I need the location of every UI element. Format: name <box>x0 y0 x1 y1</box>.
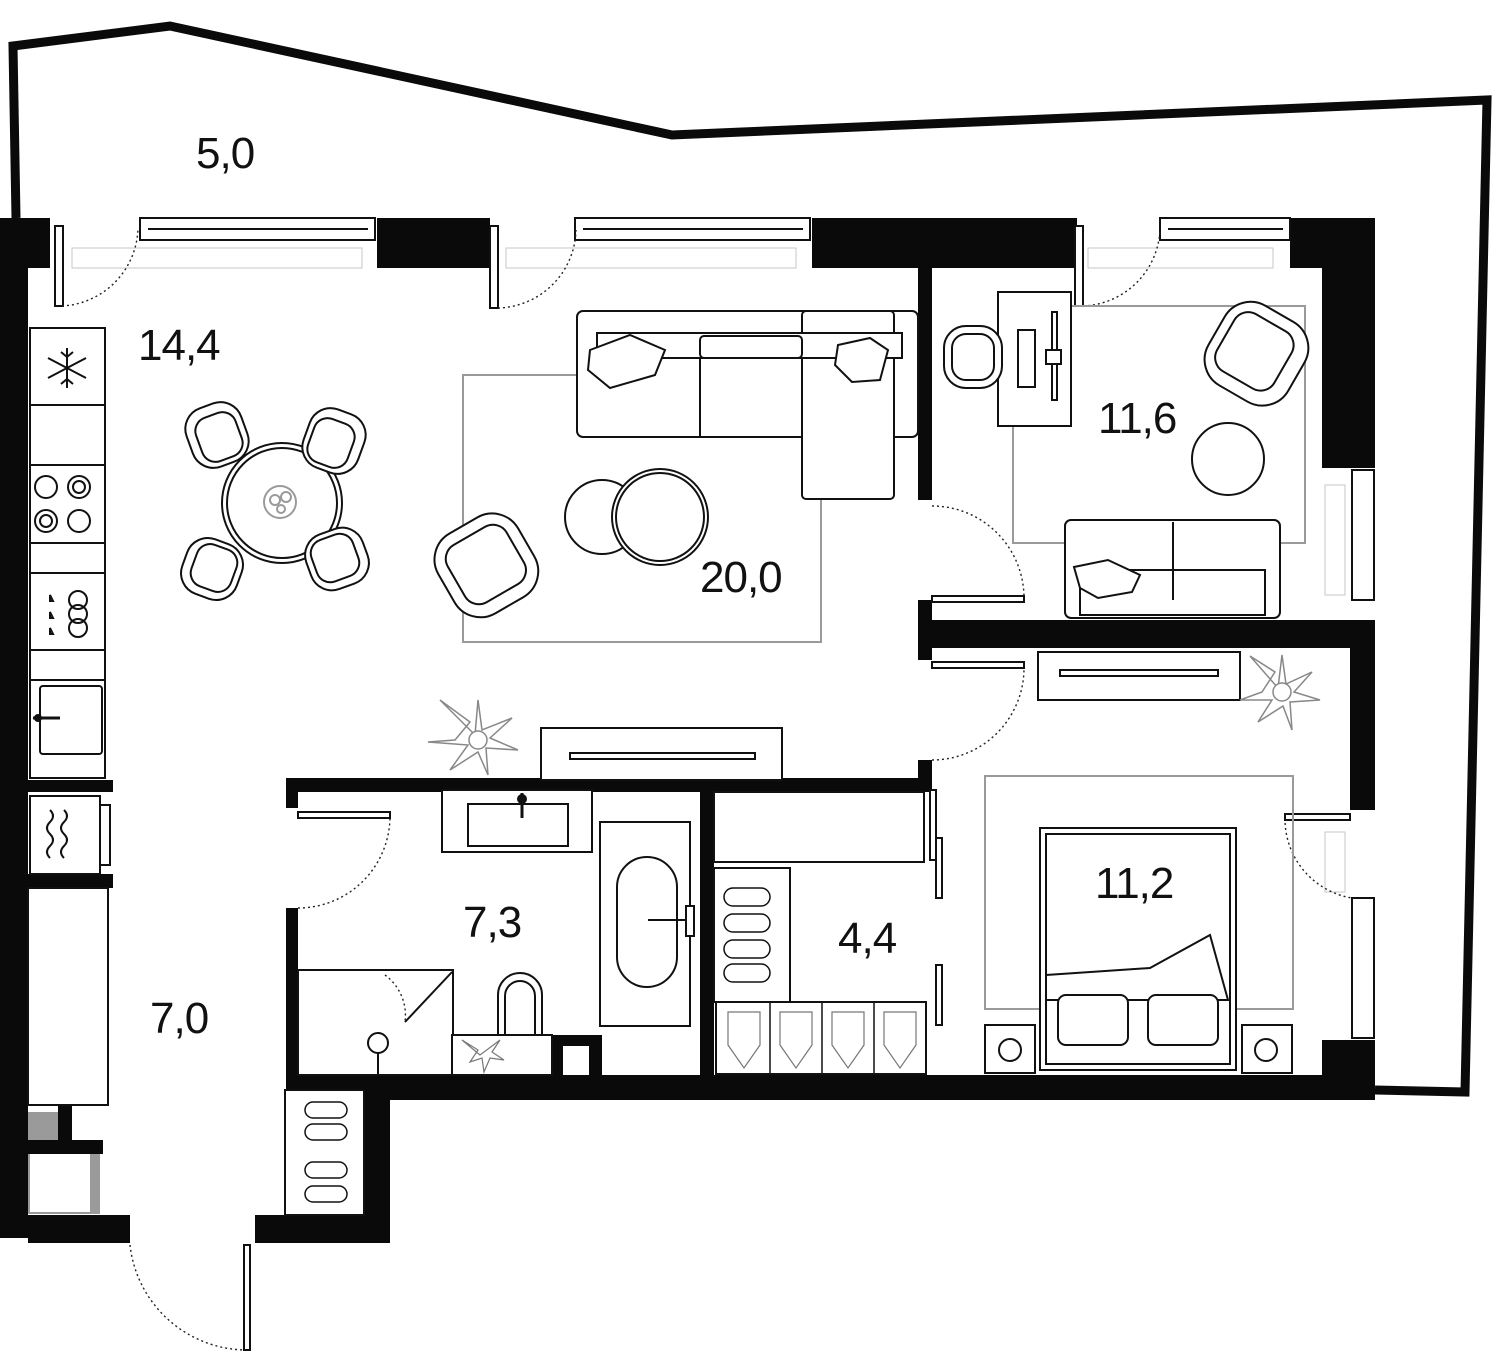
living-room-area-label: 20,0 <box>700 553 782 602</box>
windows <box>54 217 1375 1039</box>
radiators <box>71 247 1346 893</box>
dining-chairs <box>180 401 370 601</box>
bathroom-area-label: 7,3 <box>463 898 521 947</box>
shower <box>297 969 454 1076</box>
walls <box>0 218 1375 1243</box>
area-labels: 5,0 14,4 20,0 11,6 7,3 4,4 11,2 7,0 <box>138 129 1177 1043</box>
hallway-furniture <box>27 795 365 1216</box>
stove-icon <box>34 475 91 533</box>
door-swings <box>61 227 1353 1351</box>
hall-wardrobe <box>1037 651 1321 731</box>
bedroom-1-area-label: 11,6 <box>1098 394 1176 443</box>
kitchen-area-label: 14,4 <box>138 321 220 370</box>
dishwasher-icon <box>49 590 88 638</box>
kitchen-furniture <box>29 327 370 779</box>
nightstand <box>984 1024 1036 1074</box>
living-room-furniture <box>427 310 919 781</box>
side-table <box>1191 422 1265 496</box>
wardrobe-area-label: 4,4 <box>838 914 897 963</box>
bathroom-fixtures <box>297 789 695 1076</box>
closet <box>27 887 109 1106</box>
wardrobe-shelves <box>713 791 927 1075</box>
snowflake-icon <box>47 348 87 388</box>
cushion <box>833 336 890 384</box>
armchair <box>433 512 540 619</box>
door-leaves <box>243 595 1351 1351</box>
balcony-outline <box>8 21 1492 1097</box>
armchair <box>1203 300 1310 407</box>
balcony-area-label: 5,0 <box>196 129 254 178</box>
bedroom-2-area-label: 11,2 <box>1095 859 1173 908</box>
bedroom-2-furniture <box>984 775 1294 1074</box>
cushion <box>586 333 667 390</box>
bedroom-1-furniture <box>943 291 1310 619</box>
kitchen-sink <box>39 685 103 755</box>
plant-icon <box>427 699 519 776</box>
hallway-area-label: 7,0 <box>150 994 208 1043</box>
nightstand <box>1241 1024 1293 1074</box>
